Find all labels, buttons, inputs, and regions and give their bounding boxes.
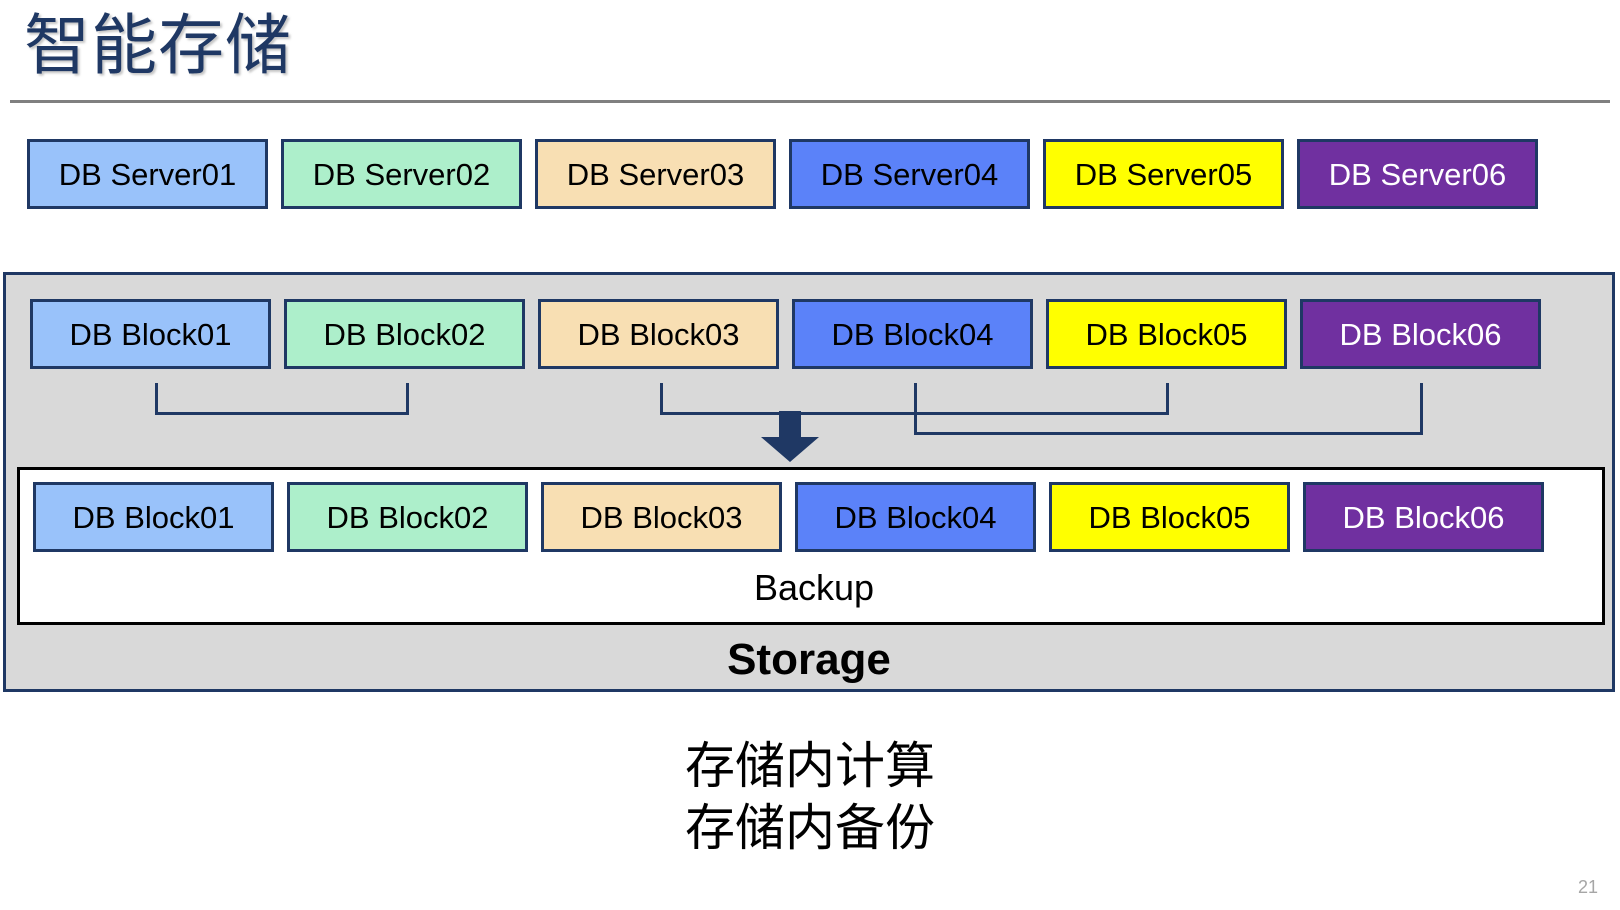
db-server-box-6[interactable]: DB Server06 [1297,139,1538,209]
db-backup-block-box-6[interactable]: DB Block06 [1303,482,1544,552]
db-backup-block-box-label: DB Block05 [1088,499,1251,535]
db-server-box-4[interactable]: DB Server04 [789,139,1030,209]
backup-label: Backup [753,567,875,608]
db-block-box-label: DB Block02 [323,316,486,352]
title-divider [10,100,1610,103]
db-backup-block-box-label: DB Block03 [580,499,743,535]
db-block-box-4[interactable]: DB Block04 [792,299,1033,369]
page-title: 智能存储 [24,8,292,82]
db-server-box-label: DB Server01 [58,156,237,192]
caption: 存储内计算存储内备份 [0,735,1620,859]
db-server-box-label: DB Server02 [312,156,491,192]
db-server-box-2[interactable]: DB Server02 [281,139,522,209]
db-block-box-label: DB Block01 [69,316,232,352]
caption-line-1: 存储内计算 [685,738,935,794]
db-server-box-label: DB Server03 [566,156,745,192]
db-block-box-3[interactable]: DB Block03 [538,299,779,369]
connector-block04-drop [914,383,917,435]
connector-block04-block06-horizontal [914,432,1423,435]
db-server-box-label: DB Server06 [1328,156,1507,192]
db-block-box-label: DB Block06 [1339,316,1502,352]
backup-panel: Backup DB Block01 DB Block02 DB Block03 DB … [17,467,1605,625]
db-server-box-label: DB Server04 [820,156,999,192]
db-block-box-1[interactable]: DB Block01 [30,299,271,369]
db-server-box-label: DB Server05 [1074,156,1253,192]
db-backup-block-box-3[interactable]: DB Block03 [541,482,782,552]
db-block-box-2[interactable]: DB Block02 [284,299,525,369]
db-backup-block-box-1[interactable]: DB Block01 [33,482,274,552]
db-block-box-label: DB Block05 [1085,316,1248,352]
db-block-box-label: DB Block03 [577,316,740,352]
db-block-box-5[interactable]: DB Block05 [1046,299,1287,369]
db-block-box-label: DB Block04 [831,316,994,352]
db-backup-block-box-label: DB Block04 [834,499,997,535]
connector-block01-block02-horizontal [155,412,409,415]
db-block-box-6[interactable]: DB Block06 [1300,299,1541,369]
page-number: 21 [1577,877,1598,897]
connector-block05-drop [1166,383,1169,415]
db-server-box-3[interactable]: DB Server03 [535,139,776,209]
db-server-box-1[interactable]: DB Server01 [27,139,268,209]
storage-container: Backup DB Block01 DB Block02 DB Block03 DB … [3,272,1615,692]
db-backup-block-box-label: DB Block01 [72,499,235,535]
db-backup-block-box-5[interactable]: DB Block05 [1049,482,1290,552]
connector-block06-drop [1420,383,1423,435]
down-arrow-icon [761,411,819,462]
connector-block03-drop [660,383,663,415]
db-backup-block-box-label: DB Block02 [326,499,489,535]
db-backup-block-box-4[interactable]: DB Block04 [795,482,1036,552]
caption-line-2: 存储内备份 [685,800,935,856]
db-backup-block-box-2[interactable]: DB Block02 [287,482,528,552]
connector-block02-drop [406,383,409,415]
db-server-box-5[interactable]: DB Server05 [1043,139,1284,209]
storage-label: Storage [727,635,891,684]
db-backup-block-box-label: DB Block06 [1342,499,1505,535]
connector-block01-drop [155,383,158,415]
